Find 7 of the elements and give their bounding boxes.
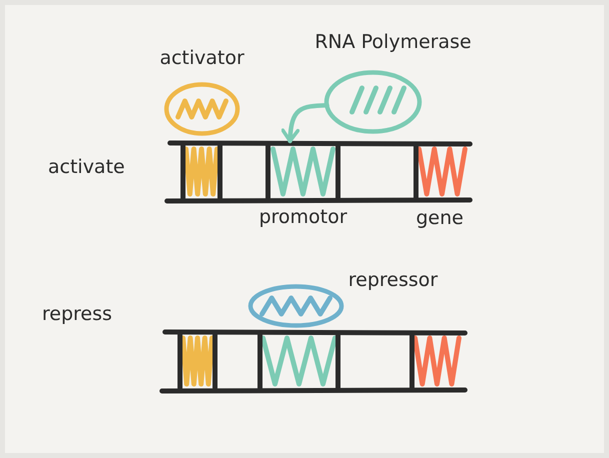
node-label: activator <box>160 48 244 69</box>
gene-label: gene <box>416 208 464 229</box>
node-label: repressor <box>348 270 438 291</box>
node-label: promotor <box>258 207 348 228</box>
row-label: repress <box>42 304 112 325</box>
node-label: RNA Polymerase <box>314 32 472 53</box>
row-label: activate <box>48 157 125 178</box>
